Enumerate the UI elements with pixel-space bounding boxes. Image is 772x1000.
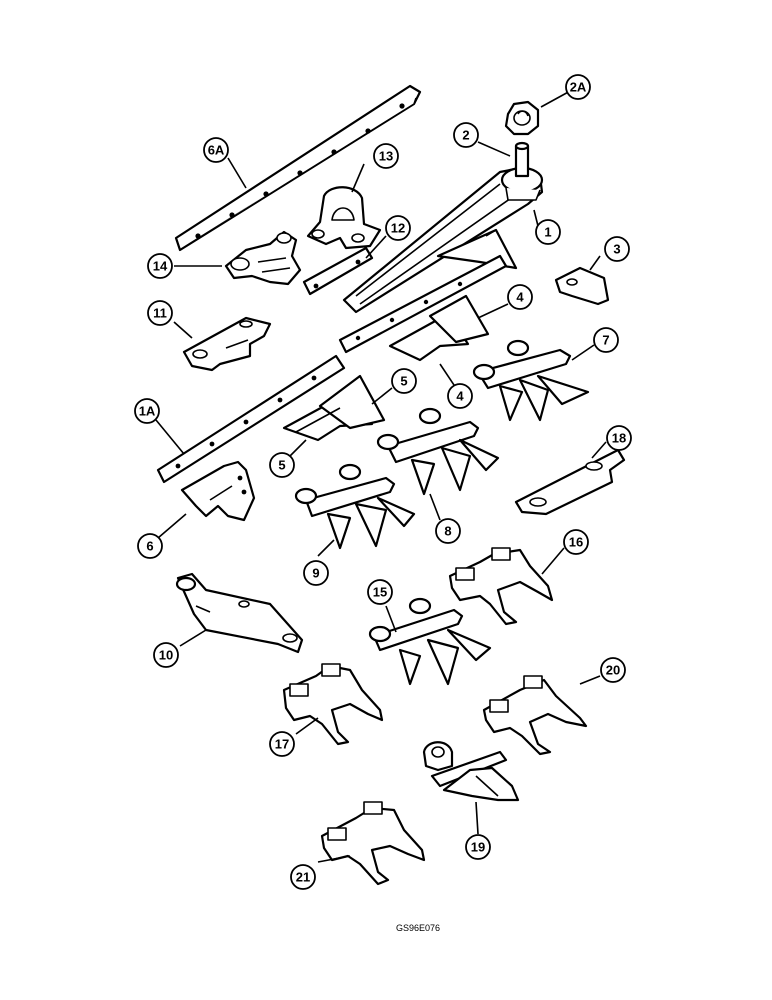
- part-10-bracket: [175, 572, 304, 654]
- callout-5-lower-label: 5: [278, 458, 285, 473]
- callout-2a: 2A: [565, 74, 591, 100]
- callout-1a-label: 1A: [139, 404, 156, 419]
- callout-5-upper-label: 5: [400, 374, 407, 389]
- callout-4-lower-label: 4: [456, 389, 464, 404]
- callout-11: 11: [147, 300, 173, 326]
- leader-lines: [155, 89, 607, 863]
- part-9-guard: [294, 463, 416, 550]
- callout-21-label: 21: [296, 870, 310, 885]
- part-13-bracket: [306, 186, 382, 250]
- callout-20-label: 20: [606, 663, 620, 678]
- callout-21: 21: [290, 864, 316, 890]
- part-20-guard: [482, 675, 588, 756]
- callout-6a-label: 6A: [208, 143, 225, 158]
- callout-11-label: 11: [153, 306, 167, 321]
- callout-14-label: 14: [153, 259, 168, 274]
- part-16-guard: [448, 547, 554, 626]
- part-3-plate: [554, 266, 610, 306]
- callout-8-label: 8: [444, 524, 451, 539]
- callout-15-label: 15: [373, 585, 387, 600]
- part-15-guard: [368, 597, 492, 686]
- part-12-plate: [302, 246, 374, 296]
- callout-15: 15: [367, 579, 393, 605]
- callout-16: 16: [563, 529, 589, 555]
- part-2a-nut: [504, 100, 540, 136]
- part-2-stud: [514, 141, 530, 178]
- callout-5-upper: 5: [391, 368, 417, 394]
- callout-6: 6: [137, 533, 163, 559]
- callout-16-label: 16: [569, 535, 583, 550]
- figure-code: GS96E076: [396, 923, 440, 933]
- part-6-knife-head: [180, 460, 256, 522]
- part-knife-bar-middle: [338, 254, 508, 362]
- callout-2: 2: [453, 122, 479, 148]
- part-1a-knife-bar: [156, 354, 346, 484]
- callout-6-label: 6: [146, 539, 153, 554]
- part-6a-knife-bar: [174, 84, 422, 252]
- callout-1-label: 1: [544, 225, 551, 240]
- callout-17-label: 17: [275, 737, 289, 752]
- callout-7-label: 7: [602, 333, 609, 348]
- part-18-plate: [514, 448, 626, 516]
- callout-5-lower: 5: [269, 452, 295, 478]
- callout-2a-label: 2A: [570, 80, 587, 95]
- part-17-guard: [282, 663, 384, 746]
- callout-17: 17: [269, 731, 295, 757]
- callout-1a: 1A: [134, 398, 160, 424]
- part-21-guard: [320, 801, 426, 886]
- callout-8: 8: [435, 518, 461, 544]
- callout-4-lower: 4: [447, 383, 473, 409]
- callout-18: 18: [606, 425, 632, 451]
- callout-13-label: 13: [379, 149, 393, 164]
- part-8-guard: [376, 407, 500, 496]
- callout-10-label: 10: [159, 648, 173, 663]
- part-5-knife-sections: [282, 374, 386, 442]
- part-11-plate: [182, 316, 272, 372]
- callout-12: 12: [385, 215, 411, 241]
- callout-3-label: 3: [613, 242, 620, 257]
- callout-9-label: 9: [312, 566, 319, 581]
- callout-2-label: 2: [462, 128, 469, 143]
- callout-7: 7: [593, 327, 619, 353]
- callout-12-label: 12: [391, 221, 405, 236]
- callout-19: 19: [465, 834, 491, 860]
- part-7-guard: [472, 339, 590, 422]
- part-14-knife-head: [224, 230, 302, 286]
- callout-14: 14: [147, 253, 173, 279]
- callout-13: 13: [373, 143, 399, 169]
- callout-4-upper: 4: [507, 284, 533, 310]
- callout-1: 1: [535, 219, 561, 245]
- callout-4-upper-label: 4: [516, 290, 524, 305]
- callout-10: 10: [153, 642, 179, 668]
- part-19-rock-guard: [422, 741, 520, 802]
- callout-19-label: 19: [471, 840, 485, 855]
- callout-18-label: 18: [612, 431, 626, 446]
- callout-6a: 6A: [203, 137, 229, 163]
- callout-3: 3: [604, 236, 630, 262]
- callout-9: 9: [303, 560, 329, 586]
- callout-20: 20: [600, 657, 626, 683]
